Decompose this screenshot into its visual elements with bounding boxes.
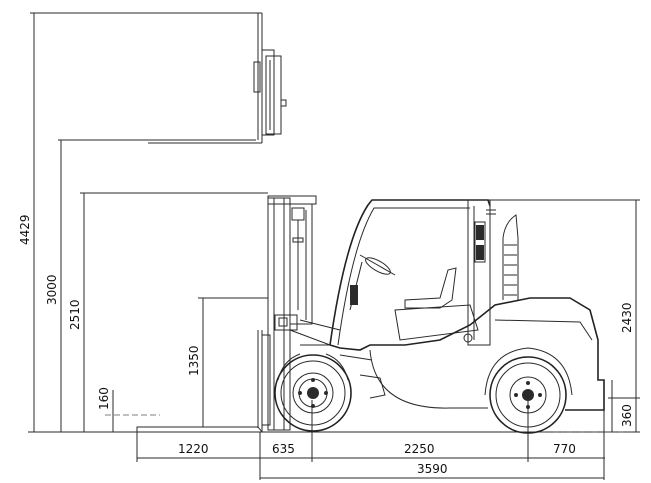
mast [267, 195, 341, 431]
dim-2430-label: 2430 [620, 302, 634, 333]
dim-3000-label: 3000 [45, 274, 59, 305]
overhead-guard [329, 199, 496, 346]
dim-1350-label: 1350 [187, 345, 201, 376]
dim-4429-label: 4429 [18, 214, 32, 245]
dim-770-label: 770 [553, 442, 576, 456]
dim-160-label: 160 [97, 387, 111, 410]
vertical-dimension-lines [33, 13, 204, 432]
exhaust-pipe [502, 214, 519, 300]
raised-carriage-4429 [30, 12, 287, 144]
truck-body [300, 297, 605, 411]
dim-360-label: 360 [620, 404, 634, 427]
dim-2510-label: 2510 [68, 299, 82, 330]
front-wheel [274, 353, 352, 432]
dim-3590-label: 3590 [417, 462, 448, 476]
dim-1220-label: 1220 [178, 442, 209, 456]
dim-635-label: 635 [272, 442, 295, 456]
forks-lowered [136, 330, 271, 433]
rear-wheel [484, 347, 573, 434]
steering-and-seat [349, 254, 479, 341]
right-vertical-dimension-lines [490, 199, 640, 432]
dim-2250-label: 2250 [404, 442, 435, 456]
